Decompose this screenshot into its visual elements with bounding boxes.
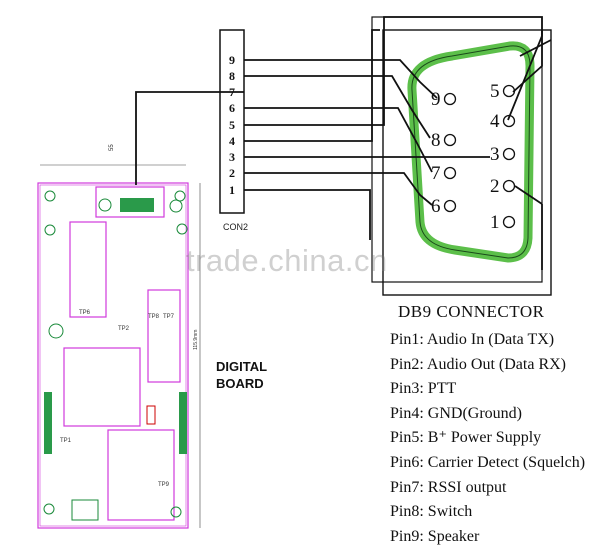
digital-board-label: DIGITAL BOARD <box>216 358 267 392</box>
mount-hole <box>176 223 188 235</box>
wire-2 <box>244 172 433 206</box>
con2-pin-3: 3 <box>229 150 235 164</box>
db9-hole-3: 3 <box>490 144 500 165</box>
mount-hole <box>44 190 56 202</box>
wire-to-hole-5 <box>519 39 552 57</box>
wire-to-hole-4 <box>507 30 543 121</box>
pinout-item-7: Pin7: RSSI output <box>390 478 507 496</box>
db9-hole-circle-1 <box>502 215 516 229</box>
mount-hole <box>170 506 182 518</box>
header-right <box>179 392 187 454</box>
con2-pin-9: 9 <box>229 53 235 67</box>
db9-hole-circle-7 <box>443 166 457 180</box>
db9-hole-4: 4 <box>490 111 500 132</box>
header-left <box>44 392 52 454</box>
con2-pin-2: 2 <box>229 166 235 180</box>
wire-5 <box>244 16 543 126</box>
wire-1 <box>244 189 371 240</box>
db9-hole-circle-2 <box>502 179 516 193</box>
db9-mount-frame <box>382 29 552 296</box>
test-point-label: TP8 <box>148 314 160 320</box>
board-label-line2: BOARD <box>216 376 264 391</box>
test-point-label: TP6 <box>79 310 91 316</box>
watermark-text: trade.china.cn <box>186 243 388 278</box>
wire-8 <box>244 75 431 139</box>
con2-pin-1: 1 <box>229 183 235 197</box>
jumper <box>146 405 156 425</box>
pinout-item-1: Pin1: Audio In (Data TX) <box>390 331 555 348</box>
con2-label: CON2 <box>223 222 249 232</box>
db9-connector-title: DB9 CONNECTOR <box>398 302 545 321</box>
wire-6 <box>244 107 433 173</box>
pcb-region-top <box>69 221 107 318</box>
db9-hole-6: 6 <box>431 196 441 217</box>
board-dim-top: 55 <box>109 144 115 151</box>
con2-pin-6: 6 <box>229 101 235 115</box>
mount-hole <box>43 503 55 515</box>
wire-hole-2 <box>514 185 543 205</box>
db9-hole-circle-8 <box>443 133 457 147</box>
wire-9 <box>244 59 438 99</box>
pinout-item-3: Pin3: PTT <box>390 380 457 398</box>
test-point-label: TP9 <box>158 482 170 488</box>
wire-7 <box>135 91 244 185</box>
test-point-label: TP1 <box>60 438 72 444</box>
db9-hole-circle-6 <box>443 199 457 213</box>
pcb-region-mid <box>147 289 181 383</box>
mount-hole <box>44 224 56 236</box>
test-point-label: TP2 <box>118 326 130 332</box>
test-point-labels: TP1 TP2 TP6 TP7 TP8 TP9 <box>60 310 175 488</box>
db9-hole-8: 8 <box>431 130 441 151</box>
con2-connector-body <box>219 29 245 214</box>
wire-4 <box>244 29 380 142</box>
pinout-item-4: Pin4: GND(Ground) <box>390 404 522 422</box>
pcb-connector-top <box>95 186 165 218</box>
db9-hole-7: 7 <box>431 163 441 184</box>
db-pins <box>120 198 154 212</box>
pcb-inner-outline <box>39 184 187 527</box>
pcb-outline <box>37 182 189 529</box>
db9-hole-circle-9 <box>443 92 457 106</box>
pinout-list: Pin1: Audio In (Data TX) Pin2: Audio Out… <box>390 328 585 549</box>
pcb-ic-lower <box>107 429 175 521</box>
db9-hole-2: 2 <box>490 176 500 197</box>
db9-hole-5: 5 <box>490 81 500 102</box>
db9-connector: 9 8 7 6 5 4 3 2 1 <box>371 16 552 296</box>
board-label-line1: DIGITAL <box>216 359 268 374</box>
mount-hole <box>174 190 186 202</box>
pcb-ic-main <box>63 347 141 427</box>
mount-hole <box>98 198 112 212</box>
ic-chip <box>71 499 99 521</box>
digital-board-pcb <box>37 182 189 529</box>
mount-hole <box>169 199 183 213</box>
pinout-item-6: Pin6: Carrier Detect (Squelch) <box>390 453 586 471</box>
mount-hole <box>48 323 64 339</box>
pinout-item-8: Pin8: Switch <box>390 503 473 521</box>
db9-hole-1: 1 <box>490 212 500 233</box>
db9-hole-circle-3 <box>502 147 516 161</box>
pinout-item-2: Pin2: Audio Out (Data RX) <box>390 355 566 373</box>
pcb-green-parts <box>43 190 188 521</box>
test-point-label: TP7 <box>163 314 175 320</box>
db9-hole-9: 9 <box>431 89 441 110</box>
pinout-item-5: Pin5: B⁺ Power Supply <box>390 429 542 447</box>
pinout-item-9: Pin9: Speaker <box>390 527 480 545</box>
board-dim-side: 115.9mm <box>193 330 199 350</box>
con2-pin-8: 8 <box>229 69 235 83</box>
con2-pin-5: 5 <box>229 118 235 132</box>
con2-pin-4: 4 <box>229 134 235 148</box>
wires <box>135 16 552 270</box>
